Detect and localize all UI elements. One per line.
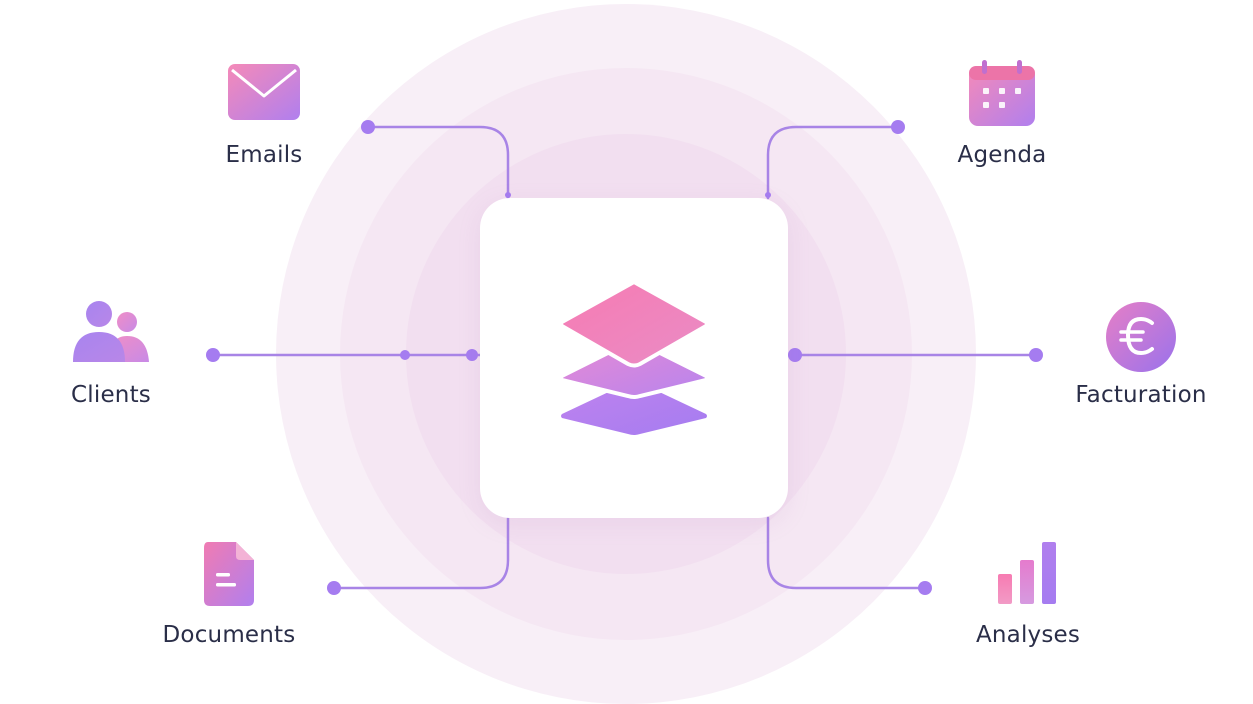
node-documents[interactable]: Documents: [129, 540, 329, 650]
node-label: Documents: [162, 622, 296, 648]
connector-agenda: [766, 125, 900, 200]
connector-dot: [361, 120, 375, 134]
connector-dot: [505, 192, 511, 198]
bar-chart-icon: [998, 542, 1056, 604]
node-emails[interactable]: Emails: [164, 60, 364, 170]
euro-icon: [1106, 302, 1176, 372]
connector-analyses: [766, 516, 927, 590]
connector-dot: [206, 348, 220, 362]
layers-icon: [560, 280, 708, 435]
node-clients[interactable]: Clients: [11, 300, 211, 410]
connector-dot: [1029, 348, 1043, 362]
connector-dot: [765, 192, 771, 198]
connector-dot: [327, 581, 341, 595]
calendar-icon: [969, 60, 1035, 126]
connector-dot: [400, 350, 410, 360]
connector-emails: [366, 125, 510, 200]
node-label: Agenda: [957, 142, 1047, 168]
node-label: Analyses: [975, 622, 1081, 648]
node-label: Facturation: [1075, 382, 1207, 408]
node-label: Clients: [71, 382, 151, 408]
connector-dot: [918, 581, 932, 595]
envelope-icon: [228, 64, 300, 120]
node-analyses[interactable]: Analyses: [928, 540, 1128, 650]
document-icon: [204, 542, 254, 606]
central-hub[interactable]: [480, 198, 788, 518]
node-facturation[interactable]: Facturation: [1041, 300, 1241, 410]
connector-documents: [332, 516, 510, 590]
connector-dot: [891, 120, 905, 134]
node-label: Emails: [225, 142, 303, 168]
connector-dot: [788, 348, 802, 362]
node-agenda[interactable]: Agenda: [902, 60, 1102, 170]
users-icon: [73, 301, 149, 362]
connector-dot: [466, 349, 478, 361]
